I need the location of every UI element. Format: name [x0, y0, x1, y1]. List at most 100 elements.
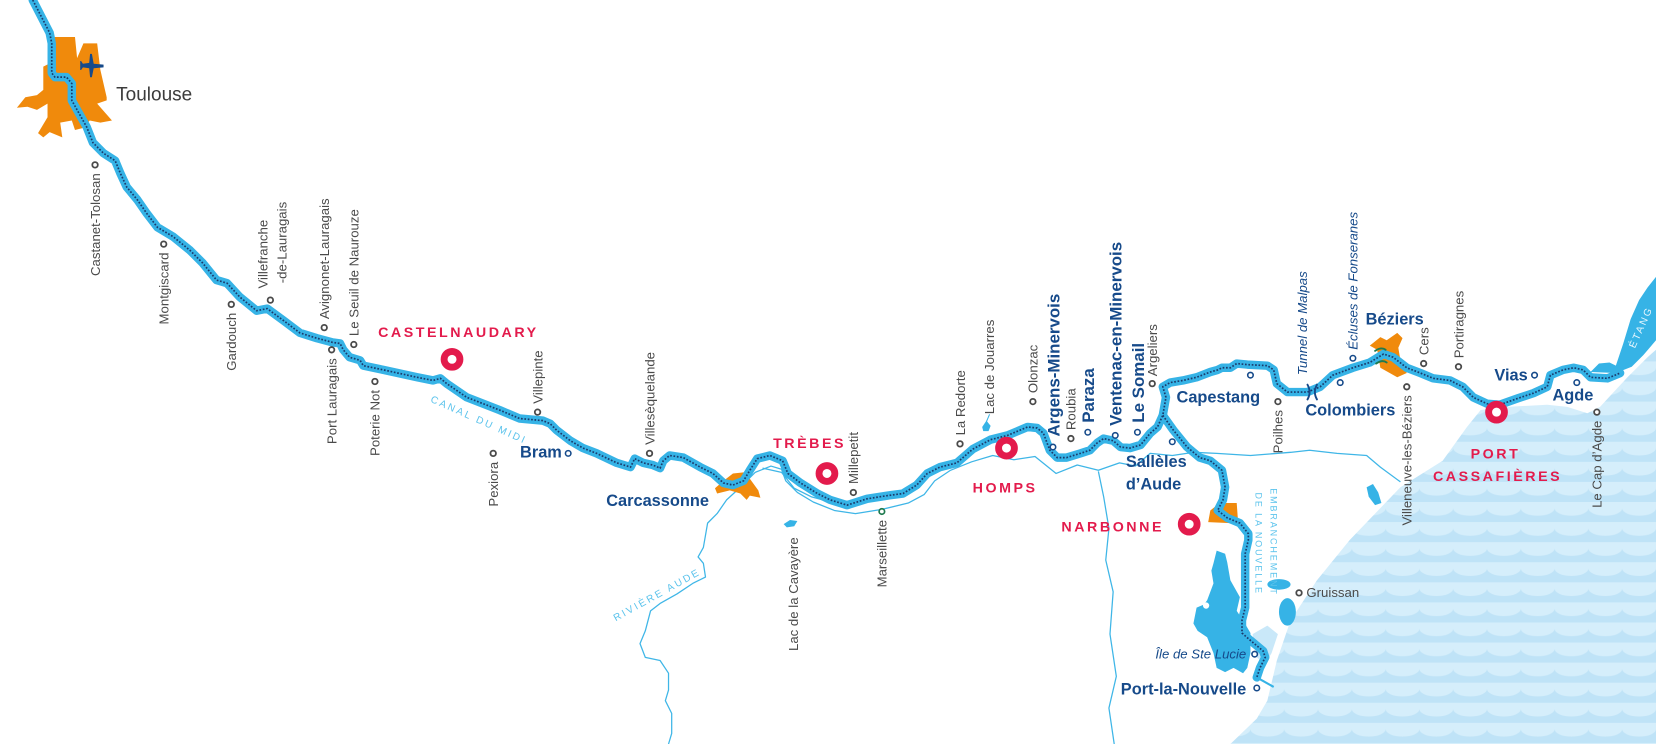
base-marker-icon: [815, 462, 839, 485]
stop-dot-icon: [1246, 371, 1254, 379]
canal-du-midi-route: [28, 0, 1625, 688]
stop-dot-icon: [1253, 684, 1261, 692]
town-label-paraza: Paraza: [1079, 368, 1098, 423]
etang-de-thau: [1590, 276, 1656, 374]
stop-dot-icon: [489, 449, 497, 458]
stop-dot-icon: [1420, 359, 1428, 368]
base-label-homps: HOMPS: [973, 480, 1038, 496]
base-marker-icon: [995, 436, 1018, 460]
stop-dots: [91, 161, 1601, 692]
landmark-label-lac-de-la-cavayere: Lac de la Cavayère: [786, 537, 801, 651]
village-label-le-cap-d-agde: Le Cap d’Agde: [1590, 421, 1605, 508]
stop-dot-icon: [327, 346, 336, 354]
town-label-vias: Vias: [1494, 366, 1527, 384]
village-label-portiragnes: Portiragnes: [1451, 290, 1466, 358]
stop-dot-icon: [1084, 428, 1092, 436]
landmark-label-ecluses-de-fonseranes: Écluses de Fonseranes: [1346, 212, 1361, 350]
tunnel-icon: [1306, 383, 1318, 401]
stop-dot-icon: [1148, 379, 1156, 388]
stop-dot-icon: [266, 296, 275, 304]
town-label-argens-minervois: Argens-Minervois: [1044, 294, 1063, 437]
lac-de-jouarres-connector: [985, 414, 991, 422]
mediterranean-sea: [1230, 349, 1656, 744]
town-label-carcassonne: Carcassonne: [606, 492, 709, 510]
waterway-label-embranchement-line1: EMBRANCHEMENT: [1269, 488, 1279, 595]
waterway-label-riviere-aude: RIVIÈRE AUDE: [611, 565, 703, 624]
lock-icon: [1374, 347, 1388, 365]
riviere-aude: [639, 449, 1401, 744]
town-label-agde: Agde: [1553, 387, 1594, 405]
base-marker-icon: [1485, 400, 1508, 424]
stop-dot-icon: [371, 377, 379, 386]
gruissan-pond-south: [1278, 598, 1296, 626]
village-label-port-lauragais: Port Lauragais: [324, 358, 339, 444]
city-label-toulouse: Toulouse: [116, 84, 192, 105]
village-label-marseillette: Marseillette: [875, 520, 890, 587]
village-label-montgiscard: Montgiscard: [156, 253, 171, 325]
village-label-villefranche-line2: -de-Lauragais: [275, 201, 290, 283]
town-label-bram: Bram: [520, 444, 562, 462]
stop-dot-icon: [645, 449, 654, 458]
base-label-port-cassafieres-line2: CASSAFIÈRES: [1433, 468, 1562, 485]
sandbar-shallows: [1252, 625, 1278, 664]
stop-dot-icon: [1454, 363, 1463, 371]
base-marker-icon: [440, 347, 464, 371]
stop-dot-icon: [1295, 589, 1303, 597]
village-label-pexiora: Pexiora: [486, 461, 501, 506]
stop-dot-icon: [849, 488, 857, 497]
lac-de-jouarres-lake: [982, 420, 991, 432]
stop-dot-icon: [956, 440, 964, 448]
stop-dot-icon: [1403, 383, 1411, 391]
gruissan-pond-north: [1267, 579, 1291, 590]
toulouse-city-area: [16, 36, 112, 138]
town-label-salleles-line1: Sallèles: [1126, 453, 1187, 471]
town-label-port-la-nouvelle: Port-la-Nouvelle: [1121, 680, 1246, 698]
village-label-poterie-not: Poterie Not: [368, 390, 383, 456]
stop-dot-icon: [1029, 397, 1037, 406]
village-label-avignonet-lauragais: Avignonet-Lauragais: [317, 198, 332, 319]
waterway-label-embranchement-line2: DE LA NOUVELLE: [1254, 492, 1264, 594]
stop-dot-icon: [1251, 650, 1259, 658]
stop-dot-icon: [533, 408, 542, 416]
village-label-millepetit: Millepetit: [846, 432, 861, 484]
town-label-le-somail: Le Somail: [1129, 343, 1148, 423]
coastal-pond: [1366, 484, 1382, 506]
river-south-of-homps: [1097, 471, 1117, 744]
lagoon-islet: [1202, 602, 1210, 609]
stop-dot-icon: [160, 240, 168, 248]
village-label-le-seuil-de-naurouze: Le Seuil de Naurouze: [347, 209, 362, 336]
landmark-label-ile-de-ste-lucie: Île de Ste Lucie: [1155, 646, 1246, 661]
lac-de-la-cavayere-lake: [783, 519, 798, 528]
stop-dot-icon: [1274, 397, 1282, 406]
stop-dot-icon: [1593, 408, 1601, 416]
village-label-cers: Cers: [1416, 327, 1431, 355]
village-label-villefranche-line1: Villefranche: [256, 220, 271, 289]
base-label-castelnaudary: CASTELNAUDARY: [378, 325, 539, 341]
village-label-villesequelande: Villesèquelande: [642, 352, 657, 445]
village-label-villeneuve-les-beziers: Villeneuve-les-Béziers: [1400, 395, 1415, 526]
stop-dot-icon: [227, 300, 235, 309]
town-label-salleles-line2: d’Aude: [1126, 475, 1181, 493]
village-label-poilhes: Poilhes: [1271, 410, 1286, 454]
stop-dot-icon: [1336, 379, 1344, 387]
village-label-roubia: Roubia: [1064, 388, 1079, 430]
village-label-olonzac: Olonzac: [1026, 344, 1041, 393]
stop-dot-icon: [91, 161, 99, 169]
base-label-trebes: TRÈBES: [773, 435, 846, 452]
base-label-port-cassafieres-line1: PORT: [1471, 447, 1521, 463]
stop-dot-icon: [320, 323, 328, 332]
village-label-la-redorte: La Redorte: [953, 370, 968, 435]
base-label-narbonne: NARBONNE: [1061, 520, 1164, 536]
village-label-argeliers: Argeliers: [1145, 324, 1160, 376]
landmark-label-tunnel-de-malpas: Tunnel de Malpas: [1295, 271, 1310, 375]
stop-dot-icon: [1111, 431, 1119, 439]
town-label-capestang: Capestang: [1177, 389, 1261, 407]
etang-de-bages-sigean: [1193, 550, 1251, 674]
town-label-beziers: Béziers: [1366, 310, 1424, 328]
town-label-colombiers: Colombiers: [1305, 401, 1395, 419]
village-label-gruissan: Gruissan: [1306, 585, 1359, 600]
stop-dot-icon: [1531, 371, 1539, 379]
stop-dot-icon: [1168, 438, 1176, 446]
stop-dot-icon: [1133, 428, 1141, 436]
